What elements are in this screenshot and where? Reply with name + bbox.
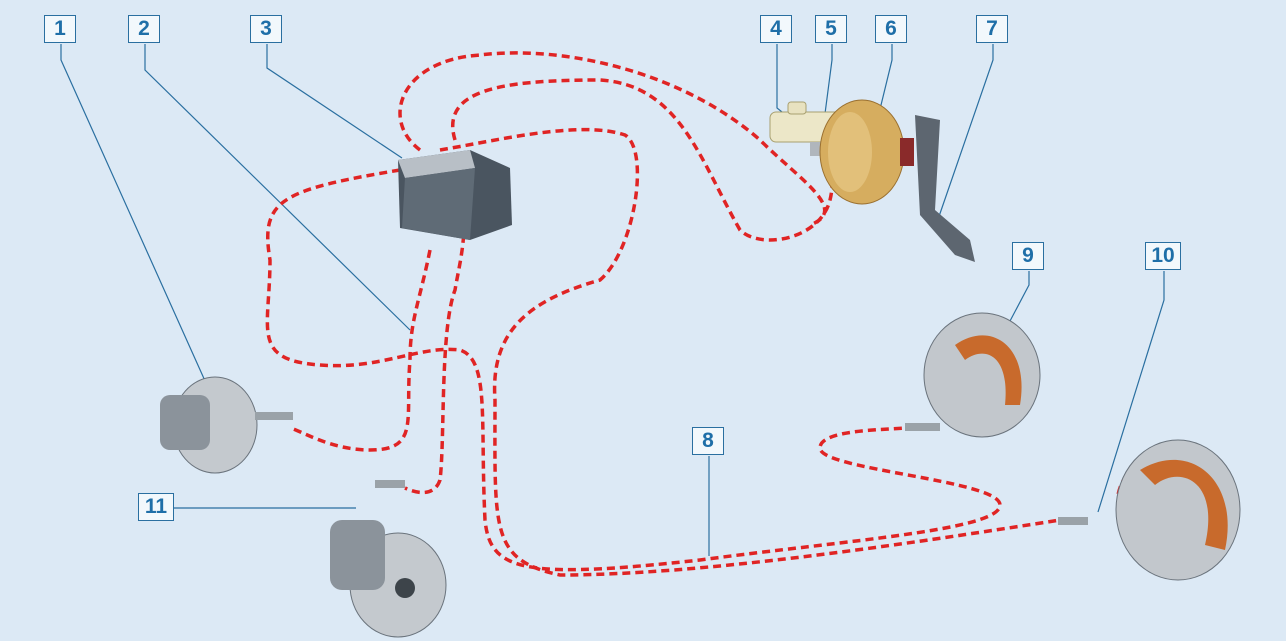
- callout-9: 9: [1012, 242, 1044, 270]
- callout-11: 11: [138, 493, 174, 521]
- brake-booster: [819, 99, 914, 205]
- callout-6: 6: [875, 15, 907, 43]
- callout-8: 8: [692, 427, 724, 455]
- callout-5: 5: [815, 15, 847, 43]
- abs-unit: [398, 150, 512, 240]
- leader-lines: [60, 44, 1165, 556]
- rear-left-drum-brake: [905, 312, 1041, 438]
- callout-3: 3: [250, 15, 282, 43]
- brake-lines: [265, 51, 1137, 577]
- front-right-disc-brake: [330, 480, 447, 638]
- front-left-disc-brake: [160, 376, 293, 474]
- brake-pedal: [915, 115, 975, 262]
- callout-1: 1: [44, 15, 76, 43]
- callout-7: 7: [976, 15, 1008, 43]
- callout-4: 4: [760, 15, 792, 43]
- callout-10: 10: [1145, 242, 1181, 270]
- callout-2: 2: [128, 15, 160, 43]
- rear-right-drum-brake: [1058, 439, 1241, 581]
